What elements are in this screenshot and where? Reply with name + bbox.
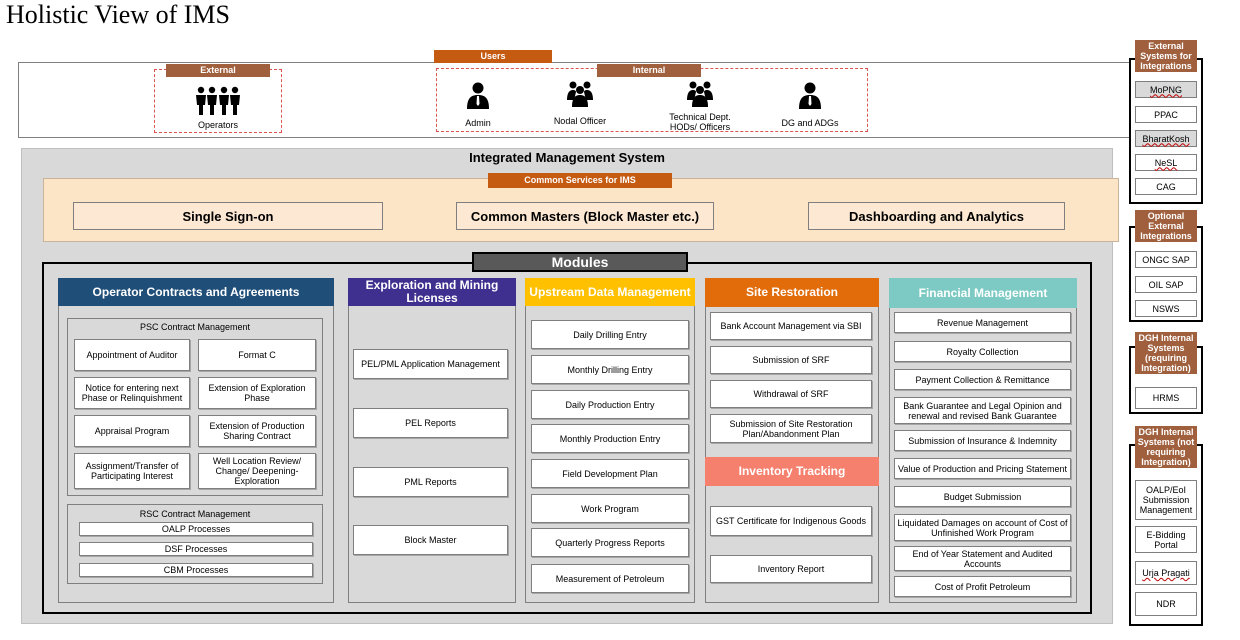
common-masters: Common Masters (Block Master etc.)	[456, 202, 714, 230]
liquidated-damages: Liquidated Damages on account of Cost of…	[894, 514, 1071, 541]
upstream-header: Upstream Data Management	[525, 278, 695, 306]
admin-user: Admin	[448, 82, 508, 128]
pel-reports: PEL Reports	[353, 408, 508, 438]
notice-next-phase: Notice for entering next Phase or Relinq…	[74, 377, 190, 409]
submission-of-srf: Submission of SRF	[710, 346, 872, 374]
operator-contracts-header: Operator Contracts and Agreements	[58, 278, 334, 306]
dashboarding-analytics: Dashboarding and Analytics	[808, 202, 1065, 230]
quarterly-progress-reports: Quarterly Progress Reports	[531, 528, 689, 557]
payment-collection: Payment Collection & Remittance	[894, 369, 1071, 390]
internal-label: Internal	[597, 64, 701, 77]
side-urja-pragati: Urja Pragati	[1135, 561, 1197, 585]
work-program: Work Program	[531, 494, 689, 523]
user-icon	[467, 82, 489, 109]
side-mopng: MoPNG	[1135, 81, 1197, 98]
nodal-officer-label: Nodal Officer	[553, 116, 607, 126]
operators-user: Operators	[178, 86, 258, 130]
users-label: Users	[434, 50, 552, 63]
withdrawal-of-srf: Withdrawal of SRF	[710, 380, 872, 408]
appraisal-program: Appraisal Program	[74, 415, 190, 447]
inventory-tracking-header: Inventory Tracking	[705, 457, 879, 486]
site-restoration-plan: Submission of Site Restoration Plan/Aban…	[710, 414, 872, 443]
end-of-year-statement: End of Year Statement and Audited Accoun…	[894, 546, 1071, 571]
extension-production-sharing: Extension of Production Sharing Contract	[198, 415, 316, 447]
dsf-processes: DSF Processes	[79, 542, 313, 556]
daily-production-entry: Daily Production Entry	[531, 390, 689, 419]
gst-certificate: GST Certificate for Indigenous Goods	[710, 506, 872, 536]
user-group-icon	[567, 81, 593, 107]
cbm-processes: CBM Processes	[79, 563, 313, 577]
side-ongc-sap: ONGC SAP	[1135, 251, 1197, 268]
field-development-plan: Field Development Plan	[531, 459, 689, 488]
dgh-internal-noreq-title: DGH Internal Systems (not requiring Inte…	[1135, 426, 1197, 468]
budget-submission: Budget Submission	[894, 486, 1071, 507]
side-ppac: PPAC	[1135, 106, 1197, 123]
oalp-processes: OALP Processes	[79, 522, 313, 536]
technical-dept-label: Technical Dept. HODs/ Officers	[669, 112, 731, 132]
pml-reports: PML Reports	[353, 467, 508, 497]
monthly-production-entry: Monthly Production Entry	[531, 424, 689, 453]
assignment-transfer: Assignment/Transfer of Participating Int…	[74, 453, 190, 489]
cost-of-profit-petroleum: Cost of Profit Petroleum	[894, 576, 1071, 597]
modules-label: Modules	[472, 252, 688, 272]
bank-guarantee: Bank Guarantee and Legal Opinion and ren…	[894, 397, 1071, 424]
measurement-of-petroleum: Measurement of Petroleum	[531, 564, 689, 593]
admin-label: Admin	[465, 118, 491, 128]
side-bharatkosh: BharatKosh	[1135, 130, 1197, 147]
ims-title: Integrated Management System	[469, 150, 665, 165]
well-location-review: Well Location Review/ Change/ Deepening-…	[198, 453, 316, 489]
inventory-report: Inventory Report	[710, 555, 872, 583]
insurance-indemnity: Submission of Insurance & Indemnity	[894, 430, 1071, 451]
rsc-label: RSC Contract Management	[139, 509, 251, 519]
monthly-drilling-entry: Monthly Drilling Entry	[531, 355, 689, 384]
common-services-label: Common Services for IMS	[488, 173, 672, 188]
group-users-icon	[196, 86, 240, 115]
external-systems-title: External Systems for Integrations	[1135, 40, 1197, 72]
operators-label: Operators	[197, 120, 239, 130]
bank-account-management: Bank Account Management via SBI	[710, 312, 872, 340]
external-label: External	[166, 64, 270, 77]
side-e-bidding: E-Bidding Portal	[1135, 526, 1197, 553]
side-hrms: HRMS	[1135, 387, 1197, 409]
user-icon	[799, 82, 821, 109]
single-sign-on: Single Sign-on	[73, 202, 383, 230]
dg-adgs-user: DG and ADGs	[774, 82, 846, 128]
exploration-header: Exploration and Mining Licenses	[348, 278, 516, 306]
site-restoration-header: Site Restoration	[705, 278, 879, 307]
nodal-officer-user: Nodal Officer	[545, 80, 615, 126]
side-nesl: NeSL	[1135, 154, 1197, 171]
block-master: Block Master	[353, 525, 508, 555]
side-oalp-eoi: OALP/EoI Submission Management	[1135, 480, 1197, 520]
royalty-collection: Royalty Collection	[894, 341, 1071, 362]
side-oil-sap: OIL SAP	[1135, 276, 1197, 293]
side-nsws: NSWS	[1135, 300, 1197, 317]
extension-exploration-phase: Extension of Exploration Phase	[198, 377, 316, 409]
appointment-of-auditor: Appointment of Auditor	[74, 339, 190, 371]
technical-dept-user: Technical Dept. HODs/ Officers	[658, 80, 742, 132]
revenue-management: Revenue Management	[894, 312, 1071, 333]
value-of-production: Value of Production and Pricing Statemen…	[894, 458, 1071, 479]
dgh-internal-req-title: DGH Internal Systems (requiring Integrat…	[1135, 332, 1197, 374]
pel-pml-application: PEL/PML Application Management	[353, 349, 508, 379]
format-c: Format C	[198, 339, 316, 371]
dg-adgs-label: DG and ADGs	[781, 118, 839, 128]
daily-drilling-entry: Daily Drilling Entry	[531, 320, 689, 349]
user-group-icon	[687, 81, 713, 107]
side-cag: CAG	[1135, 178, 1197, 195]
page-title: Holistic View of IMS	[6, 0, 231, 29]
financial-header: Financial Management	[889, 278, 1077, 308]
psc-label: PSC Contract Management	[139, 322, 251, 332]
side-ndr: NDR	[1135, 592, 1197, 616]
optional-integrations-title: Optional External Integrations	[1135, 210, 1197, 242]
